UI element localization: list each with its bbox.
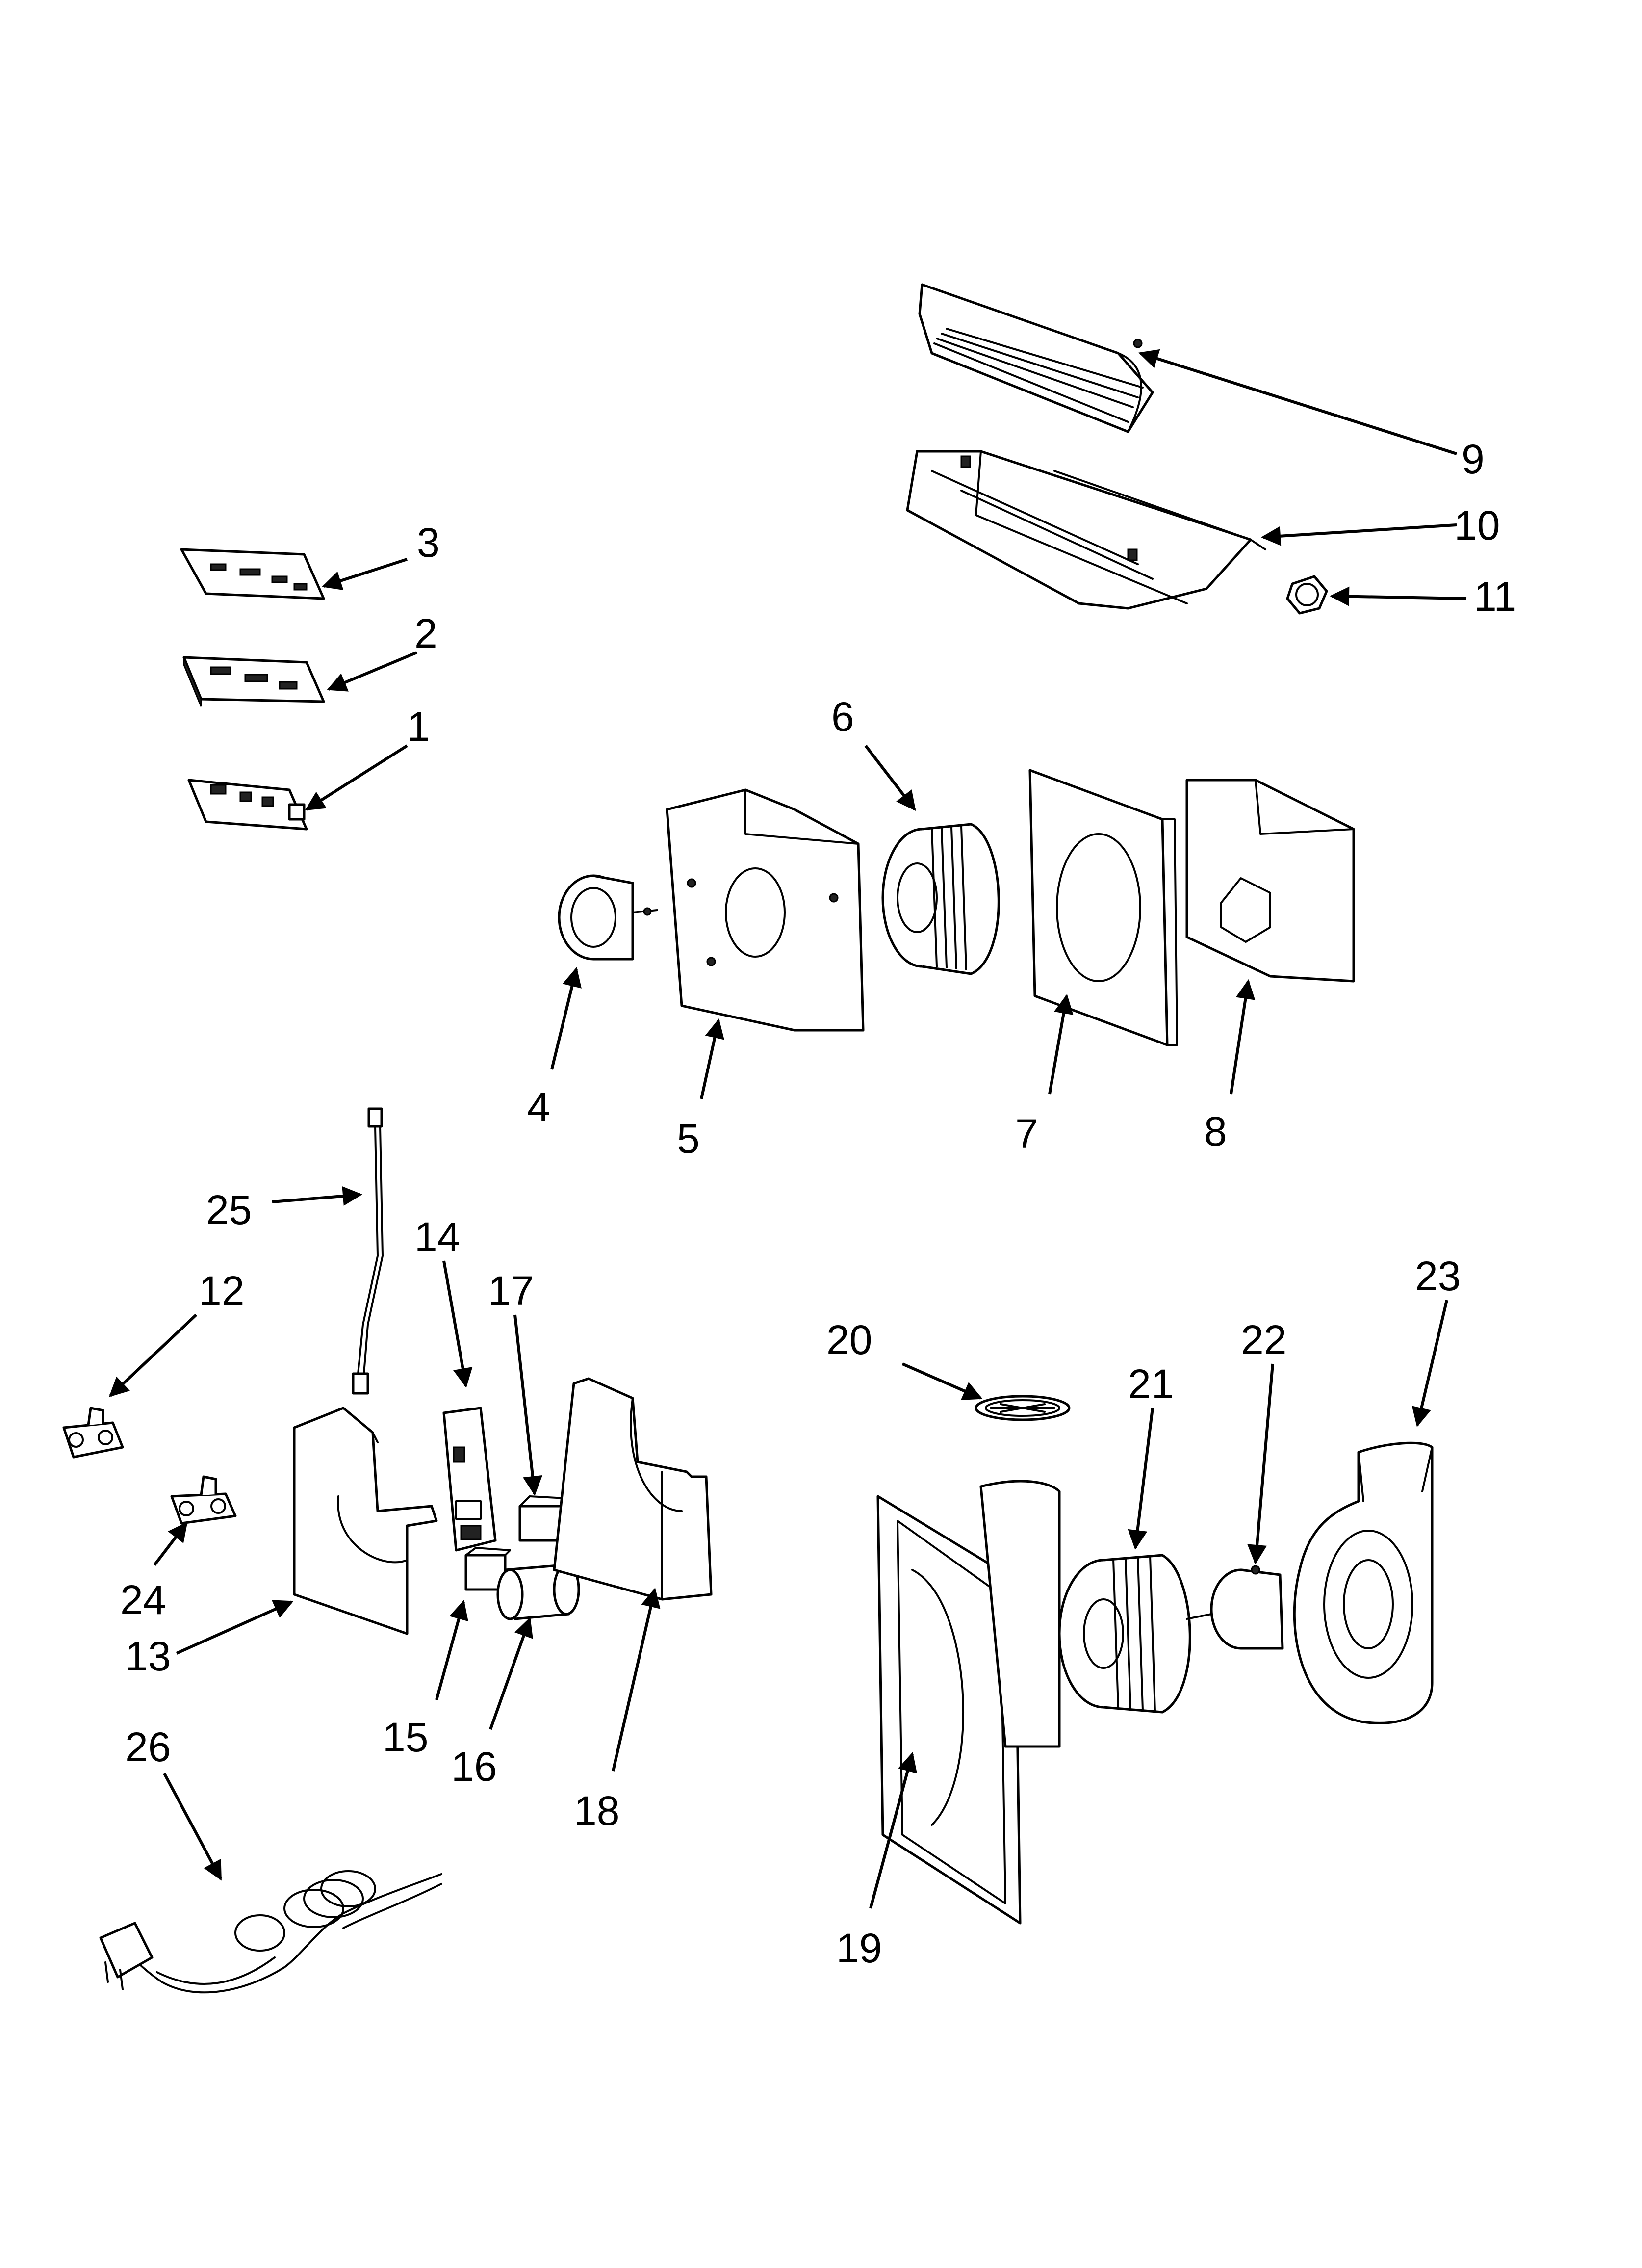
- callout-13: 13: [125, 1633, 171, 1679]
- leader-26: [163, 1773, 222, 1881]
- callout-21: 21: [1128, 1361, 1174, 1407]
- leader-19: [869, 1752, 917, 1909]
- callout-labels: 1 2 3 4 5 6 7 8 9 10 11 12 13 14 15 16 1…: [120, 436, 1516, 1971]
- leader-2: [327, 651, 418, 692]
- callout-4: 4: [527, 1084, 550, 1130]
- leader-14: [442, 1260, 473, 1388]
- part-14-control-board: [442, 1407, 497, 1552]
- part-23-blower-housing: [1293, 1441, 1434, 1724]
- leader-25: [272, 1186, 362, 1206]
- part-16-capacitor: [496, 1564, 580, 1620]
- callout-16: 16: [451, 1744, 497, 1790]
- callout-8: 8: [1204, 1108, 1227, 1154]
- part-25-wire-harness: [352, 1107, 384, 1395]
- part-19-blower-plate: [876, 1480, 1061, 1925]
- leader-22: [1247, 1363, 1274, 1564]
- callout-23: 23: [1415, 1253, 1461, 1299]
- leader-12: [109, 1313, 198, 1397]
- callout-18: 18: [574, 1788, 619, 1834]
- leader-17: [513, 1314, 542, 1496]
- leader-6: [864, 745, 916, 811]
- leader-11: [1330, 586, 1467, 606]
- part-9-vent-grille: [918, 283, 1154, 433]
- part-26-power-cord: [99, 1870, 442, 1994]
- leader-3: [322, 558, 408, 590]
- part-12-clip: [62, 1407, 124, 1459]
- callout-20: 20: [826, 1317, 872, 1363]
- leader-13: [176, 1600, 294, 1655]
- callout-14: 14: [414, 1214, 460, 1260]
- part-22-blower-motor: [1186, 1565, 1284, 1650]
- callout-5: 5: [677, 1116, 700, 1162]
- leader-18: [612, 1588, 661, 1772]
- callout-22: 22: [1241, 1317, 1286, 1363]
- leader-5: [700, 1018, 724, 1099]
- part-8-cover-box: [1185, 779, 1355, 983]
- part-2-control-panel: [182, 656, 325, 707]
- part-20-grille-disc: [975, 1395, 1071, 1421]
- part-18-box-bracket: [553, 1377, 713, 1601]
- callout-6: 6: [831, 694, 854, 740]
- leader-8: [1230, 979, 1256, 1095]
- leader-7: [1048, 994, 1074, 1095]
- callout-3: 3: [417, 520, 440, 566]
- leader-16: [489, 1617, 533, 1730]
- leader-1: [305, 744, 408, 811]
- leader-23: [1411, 1300, 1448, 1427]
- part-21-blower-wheel: [1058, 1554, 1191, 1714]
- callout-11: 11: [1474, 574, 1516, 620]
- callout-7: 7: [1015, 1111, 1038, 1157]
- leader-9: [1138, 349, 1457, 455]
- part-1-control-board: [187, 779, 308, 831]
- callout-10: 10: [1454, 502, 1500, 548]
- part-3-control-overlay: [180, 548, 325, 600]
- leader-4: [550, 967, 582, 1070]
- part-10-vent-housing: [906, 450, 1266, 610]
- part-4-motor: [558, 874, 658, 961]
- leader-15: [435, 1600, 468, 1700]
- leader-24: [153, 1521, 188, 1566]
- part-13-shield: [293, 1407, 438, 1635]
- callout-26: 26: [125, 1724, 171, 1770]
- leader-lines: [109, 349, 1467, 1909]
- part-11-switch: [1286, 575, 1328, 615]
- part-24-clip: [170, 1475, 237, 1525]
- callout-24: 24: [120, 1577, 166, 1623]
- callout-1: 1: [407, 704, 430, 750]
- part-5-blower-bracket: [666, 788, 865, 1032]
- callout-9: 9: [1462, 436, 1485, 482]
- callout-19: 19: [836, 1925, 882, 1971]
- leader-21: [1128, 1408, 1154, 1550]
- callout-2: 2: [414, 610, 437, 656]
- part-6-blower-wheel: [881, 823, 1000, 975]
- callout-17: 17: [488, 1268, 534, 1314]
- leader-20: [901, 1362, 983, 1400]
- part-7-orifice-plate: [1028, 769, 1178, 1046]
- leader-10: [1261, 523, 1457, 546]
- callout-12: 12: [199, 1268, 244, 1314]
- callout-15: 15: [383, 1714, 428, 1760]
- callout-25: 25: [206, 1187, 252, 1233]
